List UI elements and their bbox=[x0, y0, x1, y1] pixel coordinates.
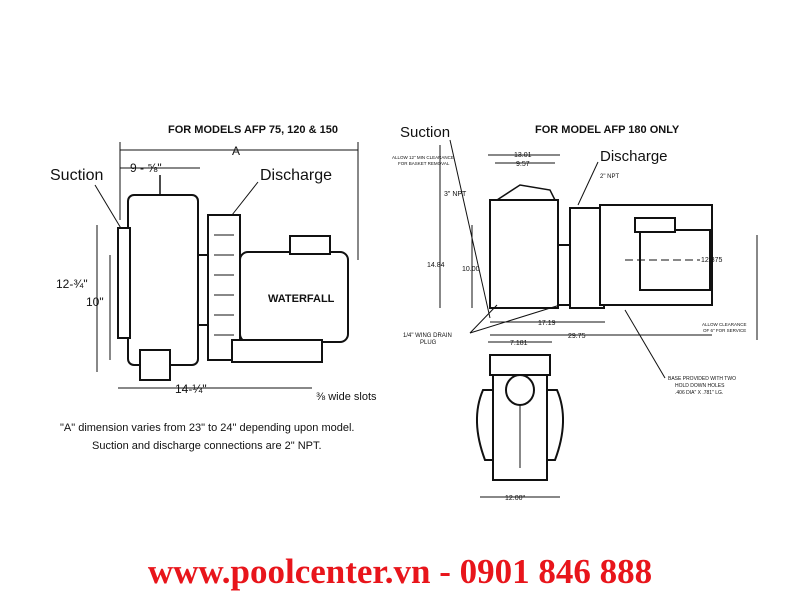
right-suction-npt: 3" NPT bbox=[444, 191, 467, 198]
left-slots-label: ⅜ wide slots bbox=[316, 391, 377, 403]
right-dim-front-top: 7.181 bbox=[510, 340, 528, 347]
right-base-note-3: .406 DIA" X .781" LG. bbox=[675, 390, 723, 396]
left-dim-a: A bbox=[232, 144, 240, 158]
right-base-note-1: BASE PROVIDED WITH TWO bbox=[668, 376, 736, 382]
left-suction-label: Suction bbox=[50, 167, 103, 184]
right-clearance-basket-1: ALLOW 12" MIN CLEARANCE bbox=[392, 155, 454, 160]
right-dim-mid: 17.19 bbox=[538, 320, 556, 327]
right-dim-lid: 9.57 bbox=[516, 161, 530, 168]
left-dim-inlet: 10" bbox=[86, 295, 104, 309]
right-discharge-npt: 2" NPT bbox=[600, 174, 619, 180]
right-clearance-service-2: OF 6" FOR SERVICE bbox=[703, 328, 746, 333]
right-suction-label: Suction bbox=[400, 124, 450, 141]
left-brand-label: WATERFALL bbox=[268, 293, 335, 305]
right-title: FOR MODEL AFP 180 ONLY bbox=[535, 124, 680, 136]
right-dim-front-base: 12.00" bbox=[505, 495, 526, 502]
right-discharge-label: Discharge bbox=[600, 148, 668, 165]
left-title: FOR MODELS AFP 75, 120 & 150 bbox=[168, 124, 338, 136]
left-dim-width: 9 - ⅝" bbox=[130, 161, 162, 175]
right-dim-total: 29.75 bbox=[568, 333, 586, 340]
left-dim-height: 12-¾" bbox=[56, 277, 88, 291]
right-drain-2: PLUG bbox=[420, 340, 437, 346]
left-note-2: Suction and discharge connections are 2"… bbox=[92, 440, 322, 452]
right-dim-inlet: 10.00 bbox=[462, 266, 480, 273]
left-discharge-label: Discharge bbox=[260, 167, 332, 184]
right-clearance-service-1: ALLOW CLEARANCE bbox=[702, 322, 747, 327]
footer-contact: www.poolcenter.vn - 0901 846 888 bbox=[147, 552, 653, 591]
left-dim-base: 14-¼" bbox=[175, 382, 207, 396]
left-pump-drawing: FOR MODELS AFP 75, 120 & 150 A 9 - ⅝" Su… bbox=[50, 124, 377, 452]
right-dim-top: 13.01 bbox=[514, 152, 532, 159]
right-dim-height: 14.84 bbox=[427, 262, 445, 269]
right-dim-motor: 12.375 bbox=[701, 257, 723, 264]
left-note-1: "A" dimension varies from 23" to 24" dep… bbox=[60, 422, 354, 434]
right-pump-drawing: FOR MODEL AFP 180 ONLY Suction Discharge… bbox=[392, 124, 758, 502]
right-base-note-2: HOLD DOWN HOLES bbox=[675, 383, 725, 389]
right-drain-1: 1/4" WING DRAIN bbox=[403, 333, 452, 339]
right-clearance-basket-2: FOR BASKET REMOVAL bbox=[398, 161, 450, 166]
